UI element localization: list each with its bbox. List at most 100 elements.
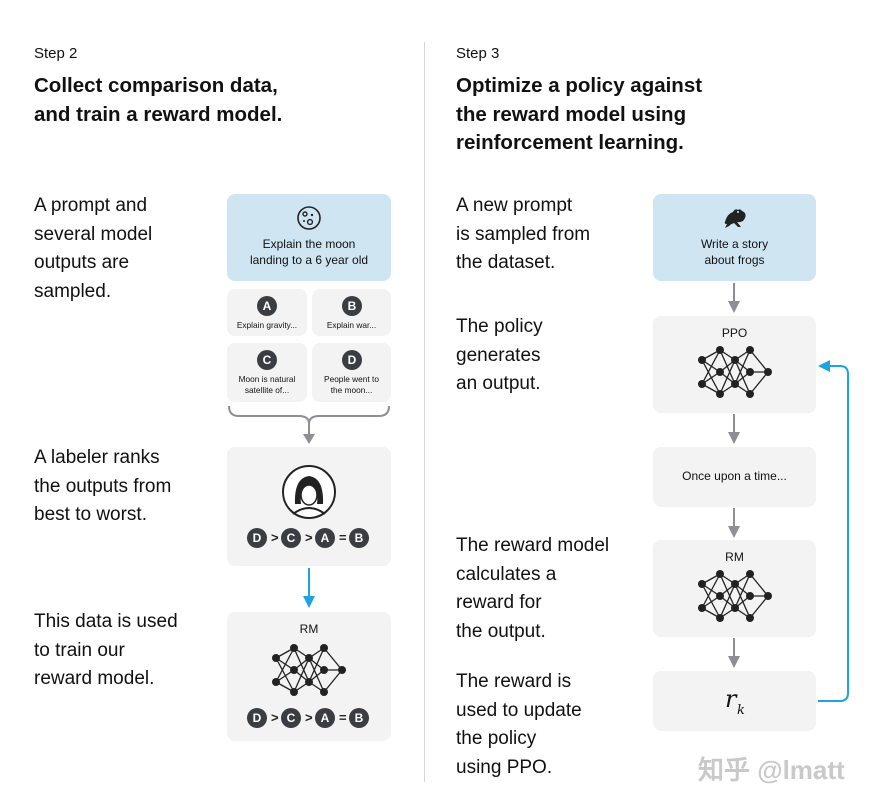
reward-subscript: k [737,703,745,718]
step2-prompt-box: Explain the moon landing to a 6 year old [227,194,391,281]
watermark: 知乎 @lmatt [698,755,845,785]
network-edge [323,647,343,671]
output-c-badge: C [257,350,277,370]
labeler-box: D > C > A = B [227,447,391,566]
network-node [698,580,706,588]
output-d-badge: D [342,350,362,370]
rank-badge-2: C [281,528,301,548]
network-node [716,390,724,398]
network-node [320,644,328,652]
network-node [764,592,772,600]
network-node [305,678,313,686]
network-node [320,688,328,696]
step2-desc-sampling: A prompt and several model outputs are s… [34,195,153,302]
reward-symbol: r [725,685,737,713]
rm-rank-badge-2: C [281,708,301,728]
output-box-d: D People went to the moon... [312,343,391,402]
network-node [716,614,724,622]
output-box-b: B Explain war... [312,289,391,336]
network-edge [719,359,736,395]
network-edge [749,371,769,395]
step3-prompt-text: Write a story about frogs [700,237,769,267]
rank-badge-4: B [349,528,369,548]
output-b-text: Explain war... [326,320,377,330]
output-b-badge: B [342,296,362,316]
ppo-box: PPO [653,316,816,413]
step3-label: Step 3 [456,45,500,62]
frog-icon [724,209,746,228]
step2-title-line2: and train a reward model. [34,102,283,126]
rank-badge-1: D [247,528,267,548]
network-node [716,592,724,600]
step2-title-line1: Collect comparison data, [34,74,278,97]
network-edge [749,349,769,373]
output-box-a: A Explain gravity... [227,289,307,336]
output-a-text: Explain gravity... [236,320,298,330]
network-node [746,368,754,376]
network-edge [701,583,721,619]
network-edge [308,657,325,693]
rm-rank-op-2: > [305,710,313,725]
network-node [290,644,298,652]
network-edge [293,657,310,693]
step2-desc-ranking: A labeler ranks the outputs from best to… [34,447,172,525]
step3-title-line2: the reward model using [456,102,687,126]
network-node [764,368,772,376]
network-node [746,346,754,354]
reward-box: r k [653,671,816,731]
column-divider [424,42,425,782]
output-c-text: Moon is natural satellite of... [238,374,296,395]
training-arrow [303,568,315,608]
rm-rank-badge-4: B [349,708,369,728]
step3-rm-box: RM [653,540,816,637]
step3-desc-prompt: A new prompt is sampled from the dataset… [456,195,591,273]
network-edge [701,573,721,609]
network-node [746,614,754,622]
reward-feedback-loop [818,360,849,702]
network-edge [719,573,736,609]
rank-badge-3: A [315,528,335,548]
network-node [731,356,739,364]
network-edge [719,583,736,619]
outputs-brace [228,405,390,444]
network-node [305,654,313,662]
network-edge [293,647,310,683]
moon-icon [297,206,321,230]
step3-desc-policy: The policy generates an output. [456,316,543,394]
ppo-label: PPO [721,326,748,340]
network-edge [749,595,769,619]
rm-rank-badge-1: D [247,708,267,728]
network-edge [734,359,751,395]
arrow-rm-to-reward [728,638,740,668]
output-d-text: People went to the moon... [324,374,379,395]
arrow-output-to-rm [728,508,740,538]
network-node [272,654,280,662]
network-node [746,390,754,398]
network-node [290,688,298,696]
step3-rm-label: RM [725,550,744,564]
rm-rank-badge-3: A [315,708,335,728]
network-node [320,666,328,674]
network-node [746,570,754,578]
reward-network-icon [698,570,772,622]
policy-network-icon [698,346,772,398]
rank-op-1: > [271,530,279,545]
step2-rm-box: RM D > C > A = B [227,612,391,741]
network-edge [308,647,325,683]
network-edge [734,573,751,609]
step3-title-line3: reinforcement learning. [456,131,684,154]
step2-title: Collect comparison data, and train a rew… [34,72,282,129]
rm-rank-op-1: > [271,710,279,725]
network-node [731,604,739,612]
arrow-ppo-to-output [728,414,740,444]
policy-output-box: Once upon a time... [653,447,816,507]
step2-label: Step 2 [34,45,78,62]
arrow-prompt-to-ppo [728,283,740,313]
network-edge [734,349,751,385]
network-node [698,604,706,612]
network-edge [323,669,343,693]
policy-output-text: Once upon a time... [682,469,787,483]
rm-rank-op-3: = [339,710,347,725]
network-node [698,356,706,364]
output-a-badge: A [257,296,277,316]
